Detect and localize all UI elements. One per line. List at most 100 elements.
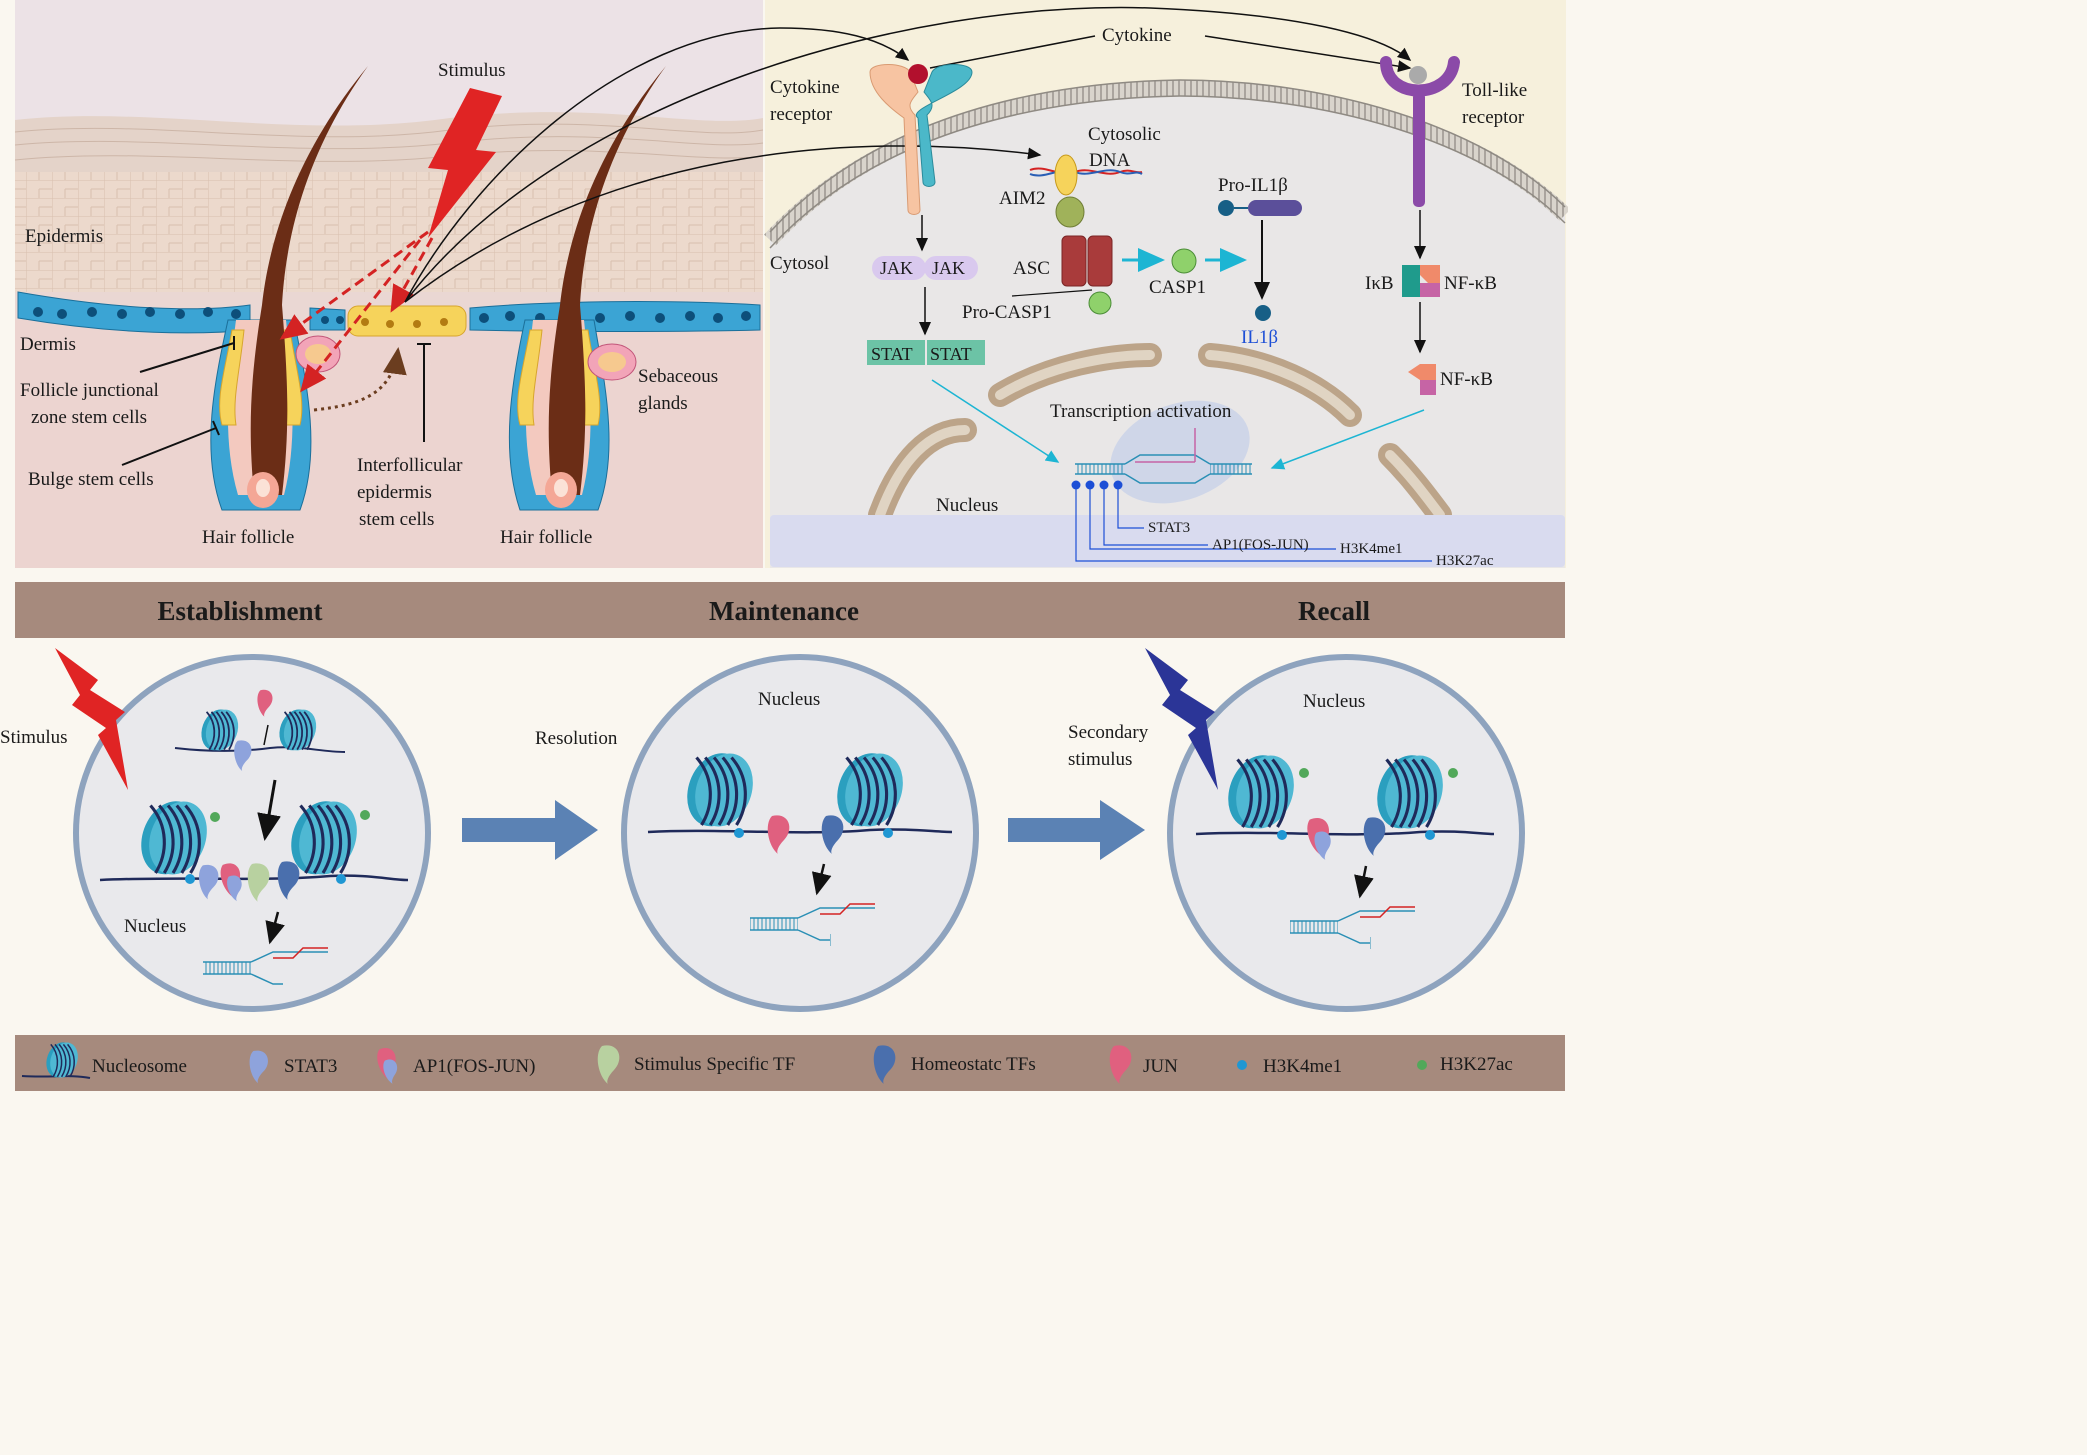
maintenance-panel: Nucleus xyxy=(621,654,979,1012)
basal-nucleus xyxy=(685,311,695,321)
aim2-inflammasome xyxy=(1011,154,1143,315)
transcribed-dna-recall xyxy=(1290,906,1415,949)
resolution-label: Resolution xyxy=(535,728,618,749)
basal-nucleus xyxy=(741,311,751,321)
basal-nucleus xyxy=(321,316,329,324)
dna-fork-icon xyxy=(203,947,328,990)
mark-leader xyxy=(1103,489,1208,546)
toll-like-label-1: Toll-like xyxy=(1462,80,1527,101)
ikb-label: IκB xyxy=(1365,273,1394,294)
mark-dot xyxy=(1085,480,1095,490)
cytosol-area xyxy=(770,88,1565,568)
skin-panel: Stimulus Epidermis Dermis Follicle junct… xyxy=(14,0,764,568)
mark-label: STAT3 xyxy=(1148,520,1190,536)
h3k4me1-mark xyxy=(1425,830,1435,840)
homeostatic-tf-icon xyxy=(277,861,300,900)
stat3-top-icon xyxy=(234,740,252,772)
il1b-icon xyxy=(1255,305,1271,321)
basal-nucleus xyxy=(145,307,155,317)
nfkb-label-2: NF-κB xyxy=(1440,369,1493,390)
bulge-stem-cells-label: Bulge stem cells xyxy=(28,469,154,490)
transcribed-dna-establishment xyxy=(203,947,328,990)
jak-1 xyxy=(872,256,926,280)
transcribed-dna-maintenance xyxy=(750,903,875,946)
establishment-panel: Stimulus Nucleus xyxy=(0,648,431,1012)
pro-il1b-label: Pro-IL1β xyxy=(1218,175,1288,196)
h3k27ac-mark xyxy=(360,810,370,820)
mark-label: H3K27ac xyxy=(1436,553,1494,569)
asc-label: ASC xyxy=(1013,258,1050,279)
sebaceous-label-1: Sebaceous xyxy=(638,366,718,387)
interfollicular-stem-cells xyxy=(347,305,467,337)
legend-jun: JUN xyxy=(1143,1056,1178,1077)
nucleus-label-recall: Nucleus xyxy=(1303,691,1365,712)
phase-bar xyxy=(15,582,1565,638)
il1b-label: IL1β xyxy=(1241,327,1278,348)
h3k4me1-mark xyxy=(185,874,195,884)
h3k27ac-mark xyxy=(1299,768,1309,778)
transcription-complex-blob xyxy=(1110,400,1250,504)
mark-label: AP1(FOS-JUN) xyxy=(1212,537,1309,553)
toll-like-receptor xyxy=(1380,56,1460,207)
legend-icons xyxy=(249,1045,1427,1084)
legend-nucleosome: Nucleosome xyxy=(92,1056,187,1077)
basal-nucleus xyxy=(505,311,515,321)
nfkb-label-1: NF-κB xyxy=(1444,273,1497,294)
cytosolic-dna-label-2: DNA xyxy=(1089,150,1130,171)
interfollicular-label-1: Interfollicular xyxy=(357,455,463,476)
legend-bar xyxy=(15,1035,1565,1091)
junctional-pointer xyxy=(139,342,235,373)
h3k4me1-mark xyxy=(883,828,893,838)
mark-leader xyxy=(1075,489,1432,562)
homeostatic-tf-icon xyxy=(1363,817,1386,856)
hair-follicle-right xyxy=(508,66,666,511)
ap1-top-icon xyxy=(257,689,273,717)
dna-fork-icon xyxy=(750,903,875,946)
secondary-stimulus-bolt-icon xyxy=(1145,648,1218,790)
stratum-corneum xyxy=(15,112,763,175)
transcription-factors-maintenance xyxy=(767,815,844,854)
jak-label-1: JAK xyxy=(880,258,913,278)
hair-follicle-right-label: Hair follicle xyxy=(500,527,592,548)
bottom-stimulus-label: Stimulus xyxy=(0,727,68,748)
pro-il1b-head-icon xyxy=(1218,200,1234,216)
basal-nucleus xyxy=(655,313,665,323)
signal-arrow-cytosolic-dna xyxy=(404,145,1042,303)
secondary-stimulus-label-1: Secondary xyxy=(1068,722,1149,743)
stimulus-arrow-3 xyxy=(390,237,434,313)
arrow-to-recall xyxy=(1008,800,1145,860)
legend-homeostatic: Homeostatc TFs xyxy=(911,1054,1036,1075)
transcription-label: Transcription activation xyxy=(1050,401,1232,422)
basal-nucleus xyxy=(479,313,489,323)
nucleosomes-top xyxy=(201,689,317,772)
jak-label-2: JAK xyxy=(932,258,965,278)
bulge-pointer xyxy=(121,427,217,466)
jun-icon xyxy=(767,815,790,854)
nucleus-establishment xyxy=(73,654,431,1012)
nucleosome-icon xyxy=(1377,755,1443,829)
h3k27ac-mark xyxy=(210,812,220,822)
histone-mark-leaders xyxy=(1075,489,1432,562)
mark-dot xyxy=(1113,480,1123,490)
legend-h3k27ac-icon xyxy=(1417,1060,1427,1070)
nucleosome-icon xyxy=(279,709,317,751)
stat-1 xyxy=(867,340,925,365)
legend-stimulus-tf-icon xyxy=(597,1045,620,1084)
migration-arrow xyxy=(313,347,407,412)
nucleosomes-main xyxy=(141,801,370,884)
legend-ap1: AP1(FOS-JUN) xyxy=(413,1056,535,1077)
legend-h3k4me1-icon xyxy=(1237,1060,1247,1070)
pro-casp1-label: Pro-CASP1 xyxy=(962,302,1052,323)
nucleosome-icon xyxy=(201,709,239,751)
stimulus-bolt-icon xyxy=(428,88,502,238)
legend-stimulus-tf: Stimulus Specific TF xyxy=(634,1054,795,1075)
cytokine-label: Cytokine xyxy=(1102,25,1172,46)
nucleosomes-recall xyxy=(1228,755,1458,840)
h3k4me1-mark xyxy=(734,828,744,838)
nfkb-free xyxy=(1408,364,1436,395)
dermis-layer xyxy=(15,320,763,568)
ap1-icon xyxy=(1307,818,1331,860)
h3k27ac-mark xyxy=(1448,768,1458,778)
aim2-label: AIM2 xyxy=(999,188,1045,209)
basal-nucleus xyxy=(625,311,635,321)
